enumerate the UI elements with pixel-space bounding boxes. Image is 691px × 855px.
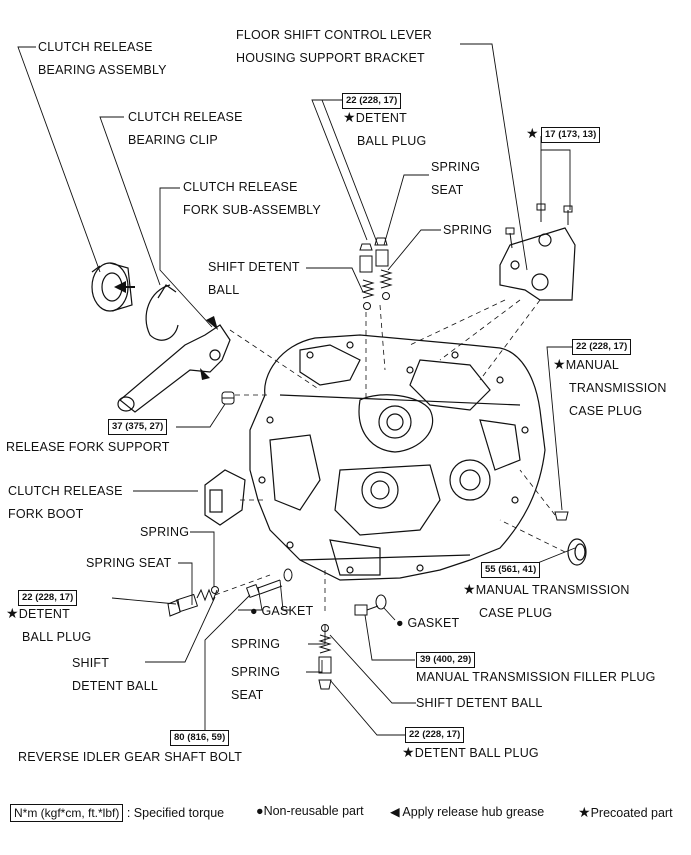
grease-arrow-bearing xyxy=(114,281,135,293)
release-fork-support xyxy=(221,391,235,405)
torque-detent-ball-plug-bottom: 22 (228, 17) xyxy=(405,727,465,743)
floor-shift-bracket xyxy=(499,227,576,301)
precoated-star-icon: ★ xyxy=(343,109,356,125)
case-plug-right xyxy=(554,511,569,521)
torque-release-fork-support: 37 (375, 27) xyxy=(108,419,168,435)
torque-case-plug-right: 22 (228, 17) xyxy=(572,339,632,355)
label-shift-detent-ball-left: SHIFT DETENT BALL xyxy=(72,656,159,693)
label-shift-detent-ball-center: SHIFT DETENT BALL xyxy=(416,696,543,710)
precoated-star-icon: ★ xyxy=(553,356,566,372)
torque-filler-plug: 39 (400, 29) xyxy=(416,652,476,668)
legend-non-reusable: ●Non-reusable part xyxy=(256,804,364,818)
clutch-release-bearing-clip xyxy=(145,284,179,341)
legend-precoated: ★Precoated part xyxy=(578,804,673,820)
case-plug-lower xyxy=(567,538,587,566)
filler-plug xyxy=(354,604,379,616)
non-reusable-dot-icon: ● xyxy=(256,804,264,818)
label-spring-seat-left: SPRING SEAT xyxy=(86,556,172,570)
legend-torque-text: : Specified torque xyxy=(126,806,225,820)
torque-reverse-idler-bolt: 80 (816, 59) xyxy=(170,730,230,746)
grease-arrow-icon: ◀ xyxy=(390,805,400,819)
label-spring-left: SPRING xyxy=(140,525,190,539)
torque-case-plug-lower: 55 (561, 41) xyxy=(481,562,541,578)
label-manual-transmission-case-plug-right: ★MANUAL TRANSMISSION CASE PLUG xyxy=(553,356,667,418)
label-gasket-right: ● GASKET xyxy=(396,616,460,630)
label-detent-ball-plug-top: ★DETENT BALL PLUG xyxy=(343,109,427,148)
precoated-star-icon: ★ xyxy=(463,581,476,597)
torque-detent-ball-plug-left: 22 (228, 17) xyxy=(18,590,78,606)
top-springs xyxy=(361,269,393,299)
clutch-release-fork xyxy=(117,324,231,413)
label-clutch-release-bearing-clip: CLUTCH RELEASE BEARING CLIP xyxy=(128,110,243,147)
label-spring-center: SPRING xyxy=(231,637,281,651)
legend: N*m (kgf*cm, ft.*lbf) : Specified torque xyxy=(10,804,224,822)
reverse-idler-gear-shaft-bolt xyxy=(245,579,283,599)
label-clutch-release-fork-boot: CLUTCH RELEASE FORK BOOT xyxy=(8,484,123,521)
transmission-case xyxy=(249,334,546,581)
gasket-center-part xyxy=(283,568,293,582)
label-manual-transmission-case-plug-lower: ★MANUAL TRANSMISSION CASE PLUG xyxy=(463,581,630,620)
non-reusable-dot-icon: ● xyxy=(250,604,258,618)
top-detent-ball-plugs xyxy=(359,237,389,273)
leader-lines xyxy=(17,43,576,736)
label-clutch-release-bearing-assembly: CLUTCH RELEASE BEARING ASSEMBLY xyxy=(38,40,167,77)
label-spring-seat-top: SPRING SEAT xyxy=(431,160,481,197)
legend-grease: ◀ Apply release hub grease xyxy=(390,805,545,819)
label-detent-ball-plug-bottom: ★DETENT BALL PLUG xyxy=(402,744,539,760)
precoated-star-bracket: ★ xyxy=(526,125,539,141)
top-shift-detent-ball-2 xyxy=(382,292,390,300)
precoated-star-icon: ★ xyxy=(578,804,591,820)
label-release-fork-support: RELEASE FORK SUPPORT xyxy=(6,440,170,454)
left-detent-stack xyxy=(167,586,219,617)
precoated-star-icon: ★ xyxy=(6,605,19,621)
label-gasket-center: ● GASKET xyxy=(250,604,314,618)
top-shift-detent-ball xyxy=(363,302,371,310)
grease-arrows-fork xyxy=(200,316,218,380)
bracket-bolts xyxy=(505,203,573,249)
label-spring-top: SPRING xyxy=(443,223,493,237)
clutch-release-fork-boot xyxy=(204,469,246,526)
label-reverse-idler-gear-shaft-bolt: REVERSE IDLER GEAR SHAFT BOLT xyxy=(18,750,243,764)
precoated-star-icon: ★ xyxy=(402,744,415,760)
label-detent-ball-plug-left: ★DETENT BALL PLUG xyxy=(6,605,92,644)
bottom-detent-stack xyxy=(318,624,332,690)
legend-torque-unit: N*m (kgf*cm, ft.*lbf) xyxy=(10,804,124,822)
assembly-dash-lines xyxy=(214,299,566,615)
non-reusable-dot-icon: ● xyxy=(396,616,404,630)
label-floor-shift-bracket: FLOOR SHIFT CONTROL LEVER HOUSING SUPPOR… xyxy=(236,28,433,65)
label-manual-transmission-filler-plug: MANUAL TRANSMISSION FILLER PLUG xyxy=(416,670,656,684)
gasket-right-part xyxy=(375,594,387,610)
label-shift-detent-ball-top: SHIFT DETENT BALL xyxy=(208,260,300,297)
torque-detent-ball-plug-top: 22 (228, 17) xyxy=(342,93,402,109)
torque-bracket-bolts: 17 (173, 13) xyxy=(541,127,601,143)
label-spring-seat-center: SPRING SEAT xyxy=(231,665,281,702)
label-clutch-release-fork-sub-assembly: CLUTCH RELEASE FORK SUB-ASSEMBLY xyxy=(183,180,321,217)
